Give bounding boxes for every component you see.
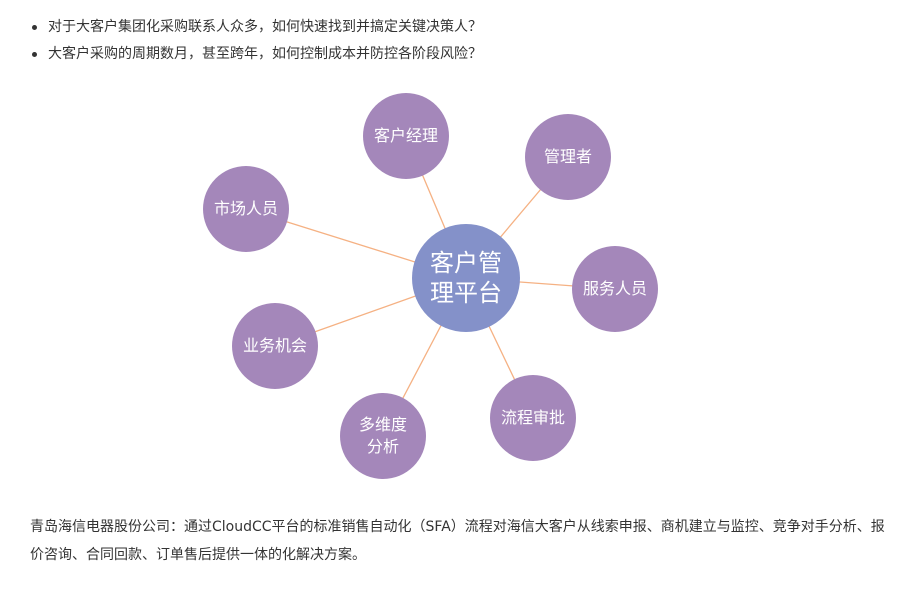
node-marketing-staff: 市场人员 bbox=[203, 166, 289, 252]
question-item: 大客户采购的周期数月，甚至跨年，如何控制成本并防控各阶段风险？ bbox=[30, 41, 482, 68]
question-list: 对于大客户集团化采购联系人众多，如何快速找到并搞定关键决策人？ 大客户采购的周期… bbox=[30, 14, 482, 68]
node-label: 业务机会 bbox=[242, 336, 307, 355]
center-node-crm-platform: 客户管理平台 bbox=[412, 224, 520, 332]
question-item: 对于大客户集团化采购联系人众多，如何快速找到并搞定关键决策人？ bbox=[30, 14, 482, 41]
node-label: 市场人员 bbox=[213, 199, 278, 218]
bullet-dot-icon bbox=[32, 25, 37, 30]
bullet-dot-icon bbox=[32, 52, 37, 57]
node-approval-flow: 流程审批 bbox=[490, 375, 576, 461]
case-description: 青岛海信电器股份公司：通过CloudCC平台的标准销售自动化（SFA）流程对海信… bbox=[30, 519, 885, 563]
node-multidimensional-analysis: 多维度分析 bbox=[340, 393, 426, 479]
node-label: 客户经理 bbox=[373, 126, 438, 145]
node-manager: 管理者 bbox=[525, 114, 611, 200]
node-service-staff: 服务人员 bbox=[572, 246, 658, 332]
center-node-label: 客户管理平台 bbox=[430, 249, 502, 307]
node-business-opportunity: 业务机会 bbox=[232, 303, 318, 389]
node-account-manager: 客户经理 bbox=[363, 93, 449, 179]
node-label: 服务人员 bbox=[582, 279, 647, 298]
node-label: 多维度分析 bbox=[358, 415, 407, 456]
question-text: 对于大客户集团化采购联系人众多，如何快速找到并搞定关键决策人？ bbox=[48, 19, 482, 35]
node-label: 流程审批 bbox=[500, 408, 565, 427]
question-text: 大客户采购的周期数月，甚至跨年，如何控制成本并防控各阶段风险？ bbox=[48, 46, 482, 62]
node-label: 管理者 bbox=[543, 147, 592, 166]
